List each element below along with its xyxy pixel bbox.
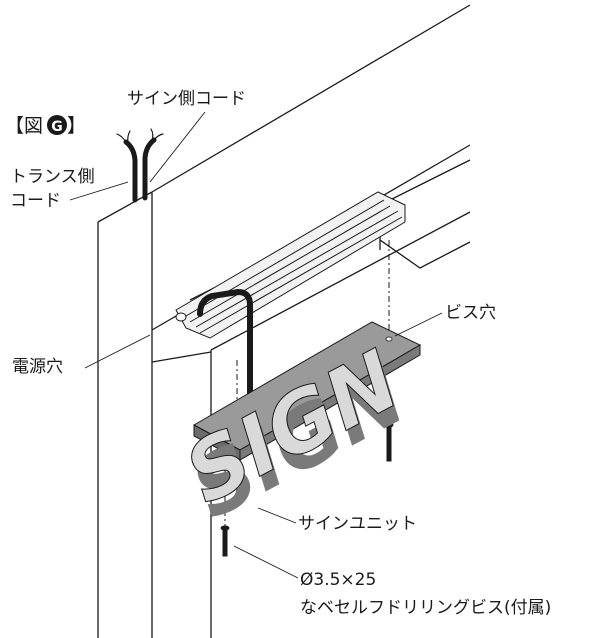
- wire-end-1: [116, 133, 127, 143]
- screw-right-head: [384, 422, 394, 428]
- screw-left-head: [220, 525, 230, 531]
- rail-groove-1: [185, 199, 385, 317]
- label-screw-spec-line1: Ø3.5×25: [300, 570, 376, 590]
- wire-end-2: [127, 130, 131, 145]
- ceiling-diagonal-1: [151, 4, 471, 193]
- ceiling-diagonal-4: [210, 211, 471, 351]
- screws: [220, 240, 394, 557]
- sign-unit: SIGN SIGN: [170, 321, 422, 538]
- figure-label: 【図 G 】: [5, 115, 86, 137]
- figure-letter-badge: [47, 115, 67, 135]
- label-trans-cord-line2: コード: [10, 191, 61, 211]
- leader-sign-cord: [149, 111, 206, 183]
- leader-screw-spec: [233, 545, 299, 579]
- sign-cord: [197, 288, 253, 398]
- leader-power-hole: [84, 334, 151, 369]
- wall-return-corner: [151, 351, 212, 363]
- figure-label-prefix: 【図: [5, 115, 43, 137]
- label-sign-cord: サイン側コード: [127, 89, 246, 109]
- figure-label-suffix: 】: [67, 115, 86, 137]
- leader-screw-hole: [394, 312, 443, 337]
- label-screw-spec-line2: なベセルフドリリングビス(付属): [300, 598, 551, 618]
- leader-sign-unit: [257, 507, 297, 524]
- cords: [116, 128, 253, 398]
- sign-plate-side: [239, 344, 421, 461]
- rail-end-hole: [175, 312, 187, 322]
- wire-end-3: [153, 133, 164, 141]
- leader-lines: [69, 111, 443, 579]
- rail-groove-4: [199, 216, 403, 334]
- mounting-rail: [175, 191, 406, 339]
- rail-groove-2: [189, 205, 391, 323]
- leader-trans-cord: [69, 181, 129, 201]
- screw-hole-marker: [385, 336, 393, 342]
- soffit-box: [379, 239, 471, 269]
- label-screw-hole: ビス穴: [445, 303, 496, 323]
- rail-body: [175, 191, 406, 339]
- sign-cord-top: [142, 137, 157, 201]
- rail-groove-3: [195, 210, 399, 328]
- label-power-hole: 電源穴: [12, 357, 63, 377]
- trans-cord: [123, 139, 138, 203]
- figure-label-letter: G: [51, 119, 63, 135]
- label-trans-cord-line1: トランス側: [10, 167, 95, 187]
- wire-end-4: [150, 128, 154, 142]
- label-sign-unit: サインユニット: [298, 514, 417, 534]
